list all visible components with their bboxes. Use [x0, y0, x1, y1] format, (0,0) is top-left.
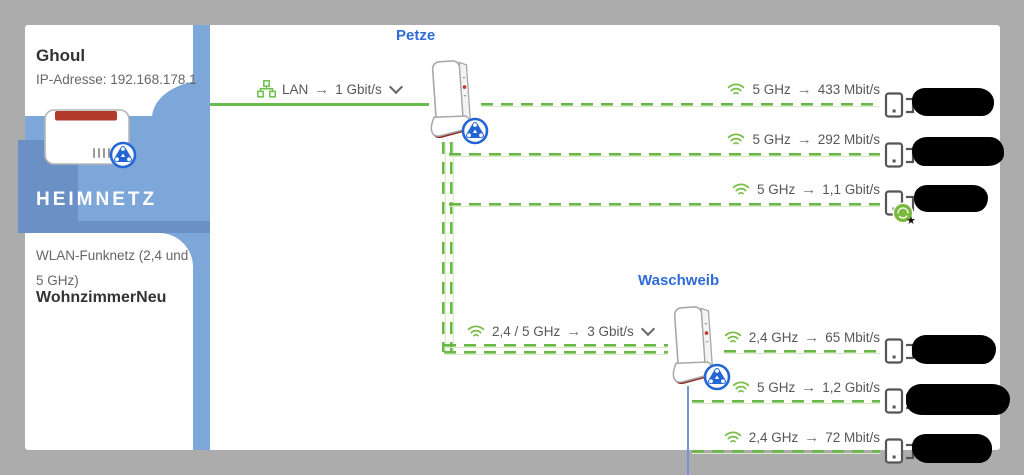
- backbone-speed: 3 Gbit/s: [587, 323, 634, 339]
- client-speed: 72 Mbit/s: [825, 429, 880, 445]
- client-band: 5 GHz: [756, 181, 796, 197]
- mesh-master-icon: [108, 140, 138, 175]
- client-connection-line: [724, 350, 880, 354]
- node-name-petze[interactable]: Petze: [396, 27, 436, 44]
- client-connection-line: [481, 103, 880, 107]
- mesh-repeater-icon: [460, 116, 490, 151]
- chevron-down-icon[interactable]: [388, 79, 403, 95]
- client-connection-line: [692, 450, 880, 454]
- wifi-icon: [724, 331, 741, 343]
- wifi-icon: [467, 325, 485, 337]
- client-device-icon[interactable]: [884, 142, 918, 177]
- backbone-connection-label[interactable]: 2,4 / 5 GHz → 3 Gbit/s: [466, 321, 655, 341]
- banner-dark-band: [18, 221, 210, 233]
- node-name-waschweib[interactable]: Waschweib: [638, 272, 720, 289]
- arrow-icon: →: [566, 322, 582, 340]
- client-connection-label[interactable]: 2,4 GHz → 72 Mbit/s: [723, 427, 880, 447]
- wlan-funknetz-label: WLAN-Funknetz (2,4 und 5 GHz): [36, 248, 189, 288]
- chevron-down-icon[interactable]: [640, 321, 655, 337]
- backbone-line-vertical-1: [442, 142, 446, 352]
- wlan-network-name: WohnzimmerNeu: [36, 289, 167, 306]
- lan-connection-line: [210, 103, 429, 106]
- redacted-client-name[interactable]: [912, 434, 992, 463]
- redacted-client-name[interactable]: [906, 384, 1010, 415]
- uplink-type: LAN: [282, 81, 309, 97]
- arrow-icon: →: [314, 80, 330, 98]
- mesh-repeater-icon: [702, 362, 732, 397]
- wifi-icon: [724, 431, 741, 443]
- client-speed: 292 Mbit/s: [817, 131, 880, 147]
- wifi-icon: [732, 183, 750, 195]
- client-connection-label[interactable]: 2,4 GHz → 65 Mbit/s: [723, 327, 880, 347]
- client-connection-label[interactable]: 5 GHz → 1,1 Gbit/s: [731, 179, 880, 199]
- client-connection-line: [449, 153, 880, 157]
- client-connection-line: [692, 400, 880, 404]
- wired-client-line: [687, 386, 689, 475]
- client-speed: 1,2 Gbit/s: [822, 379, 880, 395]
- client-speed: 1,1 Gbit/s: [822, 181, 880, 197]
- uplink-speed: 1 Gbit/s: [335, 81, 382, 97]
- redacted-client-name[interactable]: [912, 88, 994, 116]
- wifi-icon: [728, 83, 745, 95]
- wifi-icon: [732, 381, 750, 393]
- arrow-icon: →: [801, 180, 817, 198]
- client-device-icon[interactable]: [884, 92, 918, 127]
- client-connection-label[interactable]: 5 GHz → 1,2 Gbit/s: [731, 377, 880, 397]
- redacted-client-name[interactable]: [912, 137, 1004, 166]
- heimnetz-title: HEIMNETZ: [36, 189, 158, 210]
- client-device-icon[interactable]: [884, 438, 918, 473]
- client-connection-line: [449, 203, 880, 207]
- arrow-icon: →: [796, 80, 812, 98]
- redacted-client-name[interactable]: [912, 335, 996, 364]
- waschweib-repeater-device[interactable]: [662, 304, 731, 397]
- client-connection-label[interactable]: 5 GHz → 292 Mbit/s: [726, 129, 880, 149]
- router-name: Ghoul: [36, 46, 86, 65]
- redacted-client-name[interactable]: [914, 185, 988, 212]
- wifi-icon: [728, 133, 745, 145]
- client-band: 5 GHz: [752, 131, 791, 147]
- backbone-line-horizontal-2: [444, 351, 668, 355]
- client-connection-label[interactable]: 5 GHz → 433 Mbit/s: [726, 79, 880, 99]
- client-speed: 433 Mbit/s: [817, 81, 880, 97]
- sidebar-lower-panel: [25, 233, 193, 313]
- fritzbox-router-image[interactable]: [42, 106, 137, 175]
- arrow-icon: →: [796, 130, 812, 148]
- petze-repeater-device[interactable]: [420, 58, 489, 151]
- lan-icon: [257, 80, 276, 98]
- arrow-icon: →: [804, 428, 820, 446]
- guest-access-icon: ★: [894, 204, 916, 227]
- backbone-band: 2,4 / 5 GHz: [492, 323, 561, 339]
- arrow-icon: →: [804, 328, 820, 346]
- client-band: 2,4 GHz: [748, 329, 799, 345]
- client-speed: 65 Mbit/s: [825, 329, 880, 345]
- client-band: 5 GHz: [752, 81, 791, 97]
- backbone-line-vertical-2: [450, 142, 454, 352]
- star-icon: ★: [906, 215, 916, 227]
- fritzbox-icon: [44, 109, 130, 165]
- router-ip-address: IP-Adresse: 192.168.178.1: [36, 72, 197, 87]
- arrow-icon: →: [801, 378, 817, 396]
- client-band: 5 GHz: [756, 379, 796, 395]
- backbone-line-horizontal-1: [444, 344, 668, 348]
- client-band: 2,4 GHz: [748, 429, 799, 445]
- lan-connection-label[interactable]: LAN → 1 Gbit/s: [257, 79, 403, 99]
- repeater-icon: [672, 306, 714, 384]
